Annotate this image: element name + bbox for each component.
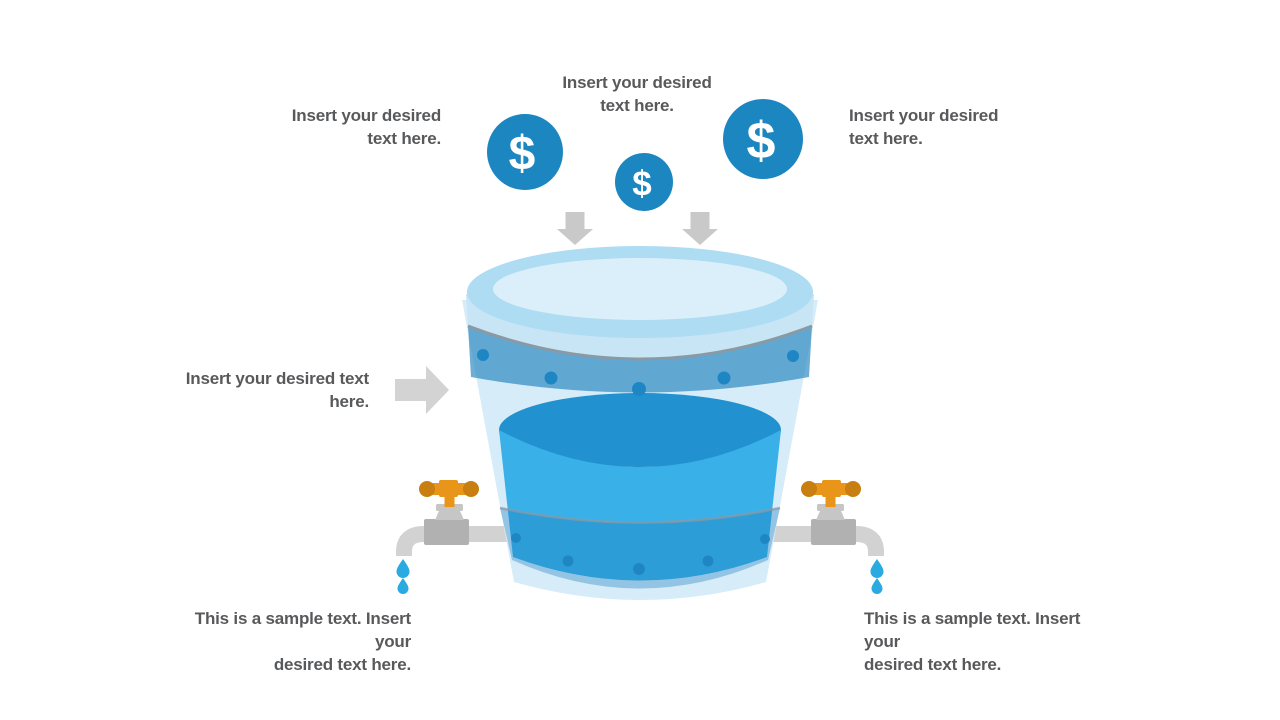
rivet xyxy=(477,349,489,361)
label-line: Insert your desired xyxy=(562,73,712,92)
label-bottom-right: This is a sample text. Insert your desir… xyxy=(864,607,1114,676)
label-top-right: Insert your desired text here. xyxy=(849,104,1049,150)
upper-band-rivets xyxy=(477,349,799,396)
label-line: Insert your desired xyxy=(291,106,441,125)
coin-circle xyxy=(487,114,563,190)
faucet-right xyxy=(764,480,884,594)
coin-middle: $ xyxy=(615,153,673,211)
water-surface xyxy=(499,393,781,467)
water-body xyxy=(499,430,781,581)
bucket-opening xyxy=(493,258,787,320)
rivet xyxy=(760,534,770,544)
label-line: text here. xyxy=(600,96,674,115)
label-line: This is a sample text. Insert your xyxy=(194,609,411,651)
rivet xyxy=(787,350,799,362)
label-bottom-left: This is a sample text. Insert your desir… xyxy=(161,607,411,676)
label-top-center: Insert your desired text here. xyxy=(537,71,737,117)
label-line: Insert your desired xyxy=(849,106,999,125)
label-line: Insert your desired text xyxy=(185,369,369,388)
label-top-left: Insert your desired text here. xyxy=(241,104,441,150)
coin-right: $ xyxy=(723,99,803,179)
rivet xyxy=(717,371,731,385)
dollar-icon: $ xyxy=(632,165,651,204)
coin-circle xyxy=(723,99,803,179)
label-middle-left: Insert your desired text here. xyxy=(169,367,369,413)
bucket-upper-band-edge xyxy=(467,324,813,361)
label-line: text here. xyxy=(849,129,923,148)
coin-left: $ xyxy=(487,114,563,190)
down-arrow-icon xyxy=(682,212,718,245)
label-line: This is a sample text. Insert your xyxy=(864,609,1081,651)
bucket-lower-band-edge xyxy=(499,506,781,524)
label-line: here. xyxy=(329,392,369,411)
dollar-icon: $ xyxy=(509,128,536,181)
lower-band-rivets xyxy=(511,533,770,575)
rivet xyxy=(544,371,558,385)
rivet xyxy=(632,382,646,396)
right-arrow-icon xyxy=(395,366,449,414)
label-line: desired text here. xyxy=(273,655,411,674)
dollar-icon: $ xyxy=(747,112,776,170)
rivet xyxy=(633,563,645,575)
faucet-left xyxy=(397,480,517,594)
rivet xyxy=(562,555,574,567)
coin-circle xyxy=(615,153,673,211)
bucket-lower-band xyxy=(500,508,780,589)
label-line: desired text here. xyxy=(864,655,1002,674)
rivet xyxy=(702,555,714,567)
rivet xyxy=(511,533,521,543)
label-line: text here. xyxy=(367,129,441,148)
down-arrow-icon xyxy=(557,212,593,245)
